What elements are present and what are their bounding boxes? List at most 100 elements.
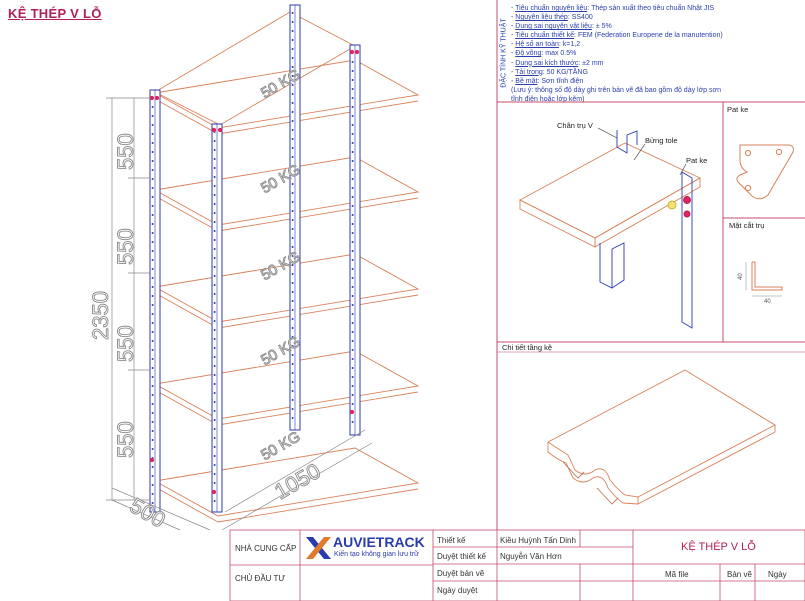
shelf-2 — [153, 156, 420, 226]
post-hole — [291, 192, 294, 194]
post-hole — [291, 408, 294, 410]
pat-ke-bracket — [736, 144, 794, 200]
post-hole — [351, 115, 354, 117]
post-hole — [151, 304, 154, 306]
post-hole — [213, 356, 216, 358]
label-chi-tiet: Chi tiết tầng kệ — [502, 343, 553, 352]
post-hole — [351, 160, 354, 162]
post-hole — [151, 124, 154, 126]
post-hole — [291, 309, 294, 311]
post-hole — [291, 336, 294, 338]
post-hole — [213, 482, 216, 484]
post-hole — [291, 246, 294, 248]
post-hole — [213, 248, 216, 250]
specs-list: - Tiêu chuẩn nguyên liệu: Thép sản xuất … — [511, 4, 741, 104]
post-hole — [213, 293, 216, 295]
bolt — [149, 95, 155, 101]
spec-item: - Bề mặt: Sơn tĩnh điện — [511, 77, 584, 85]
section-height: 40 — [738, 273, 744, 280]
post-hole — [291, 291, 294, 293]
post-hole — [351, 313, 354, 315]
post-hole — [351, 304, 354, 306]
post-hole — [351, 385, 354, 387]
post-hole — [291, 75, 294, 77]
post-hole — [213, 149, 216, 151]
specs-heading: ĐẶC TÍNH KỸ THUẬT — [500, 18, 508, 88]
post-hole — [351, 151, 354, 153]
post-hole — [351, 205, 354, 207]
post-hole — [291, 174, 294, 176]
post-hole — [351, 241, 354, 243]
logo-name: AUVIETRACK — [333, 534, 425, 550]
post-hole — [151, 259, 154, 261]
shelf-3 — [153, 253, 420, 323]
bolt — [354, 49, 360, 55]
post-hole — [351, 358, 354, 360]
post-hole — [213, 401, 216, 403]
post-hole — [151, 448, 154, 450]
post-hole — [151, 223, 154, 225]
post-hole — [291, 282, 294, 284]
shelf-lip-4 — [217, 391, 419, 426]
spec-item: - Tiêu chuẩn nguyên liệu: Thép sản xuất … — [511, 5, 715, 12]
label-ban-ve: Bản vẽ — [727, 570, 752, 579]
dim-spacing-4: 550 — [113, 421, 138, 458]
post-hole — [351, 88, 354, 90]
page-title: KỆ THÉP V LỖ — [8, 6, 102, 21]
post-hole — [213, 437, 216, 439]
shelf-lip-3 — [217, 294, 419, 329]
post-hole — [351, 169, 354, 171]
post-hole — [151, 466, 154, 468]
dim-spacing-3: 550 — [113, 325, 138, 362]
post-hole — [291, 84, 294, 86]
post-hole — [351, 394, 354, 396]
rack-posts — [149, 4, 361, 513]
post-hole — [151, 358, 154, 360]
post-hole — [151, 205, 154, 207]
post-hole — [151, 340, 154, 342]
post-hole — [213, 239, 216, 241]
post-hole — [291, 390, 294, 392]
shelf-layer-detail — [547, 369, 776, 505]
post-hole — [351, 331, 354, 333]
dim-spacing-1: 550 — [113, 133, 138, 170]
post-hole — [291, 66, 294, 68]
bolt — [349, 409, 355, 415]
post-hole — [291, 219, 294, 221]
post-hole — [291, 21, 294, 23]
post-hole — [151, 475, 154, 477]
post-hole — [213, 419, 216, 421]
post-cross-section — [745, 261, 783, 297]
post-hole — [151, 421, 154, 423]
spec-item: - Nguyên liệu thép: SS400 — [511, 14, 593, 22]
post-hole — [291, 237, 294, 239]
post-hole — [351, 349, 354, 351]
post-hole — [213, 464, 216, 466]
post-hole — [291, 210, 294, 212]
post-hole — [291, 147, 294, 149]
post-hole — [213, 365, 216, 367]
post-hole — [291, 300, 294, 302]
post-hole — [213, 473, 216, 475]
label-pat-ke: Pat ke — [686, 156, 708, 165]
post-hole — [151, 367, 154, 369]
post-hole — [291, 57, 294, 59]
post-hole — [291, 12, 294, 14]
spec-note-2: tĩnh điện hoặc lớp kẽm) — [511, 95, 585, 103]
post-hole — [151, 295, 154, 297]
post-hole — [351, 421, 354, 423]
load-label-5: 50 KG — [258, 428, 303, 464]
post-hole — [213, 275, 216, 277]
label-bung-tole: Bửng tole — [645, 136, 678, 145]
label-ma-file: Mã file — [665, 570, 689, 579]
label-ngay-duyet: Ngày duyệt — [437, 586, 478, 595]
dimension-lines — [106, 97, 373, 531]
post-hole — [213, 194, 216, 196]
post-hole — [291, 372, 294, 374]
post-hole — [291, 183, 294, 185]
post-hole — [351, 106, 354, 108]
shelf-5 — [153, 447, 420, 517]
post-hole — [213, 284, 216, 286]
post-hole — [351, 142, 354, 144]
